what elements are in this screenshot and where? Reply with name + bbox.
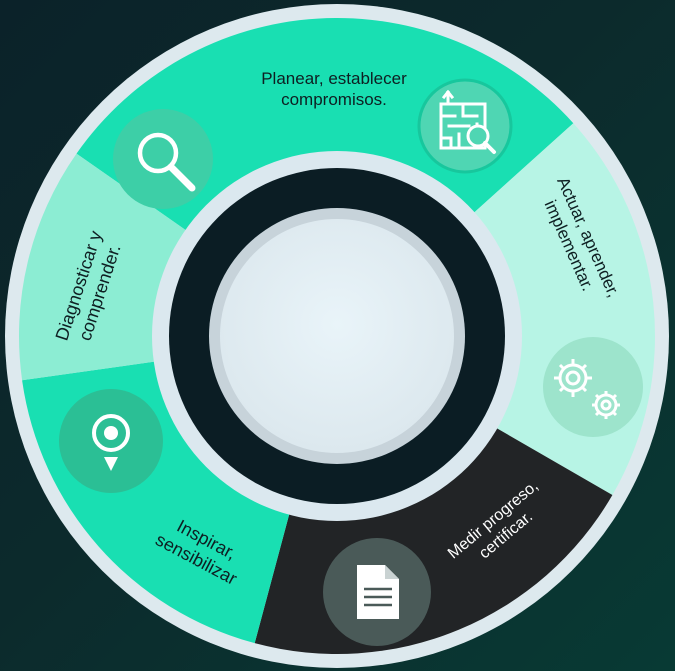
center-circle	[220, 219, 454, 453]
gears-icon	[543, 337, 643, 437]
document-icon	[323, 538, 431, 646]
location-pin-icon	[59, 389, 163, 493]
planear-label-line2: compromisos.	[281, 90, 387, 109]
search-icon	[113, 109, 213, 209]
planear-label-line1: Planear, establecer	[261, 69, 407, 88]
maze-magnifier-icon	[417, 78, 513, 174]
segment-planear-label: Planear, establecer compromisos.	[261, 69, 407, 109]
